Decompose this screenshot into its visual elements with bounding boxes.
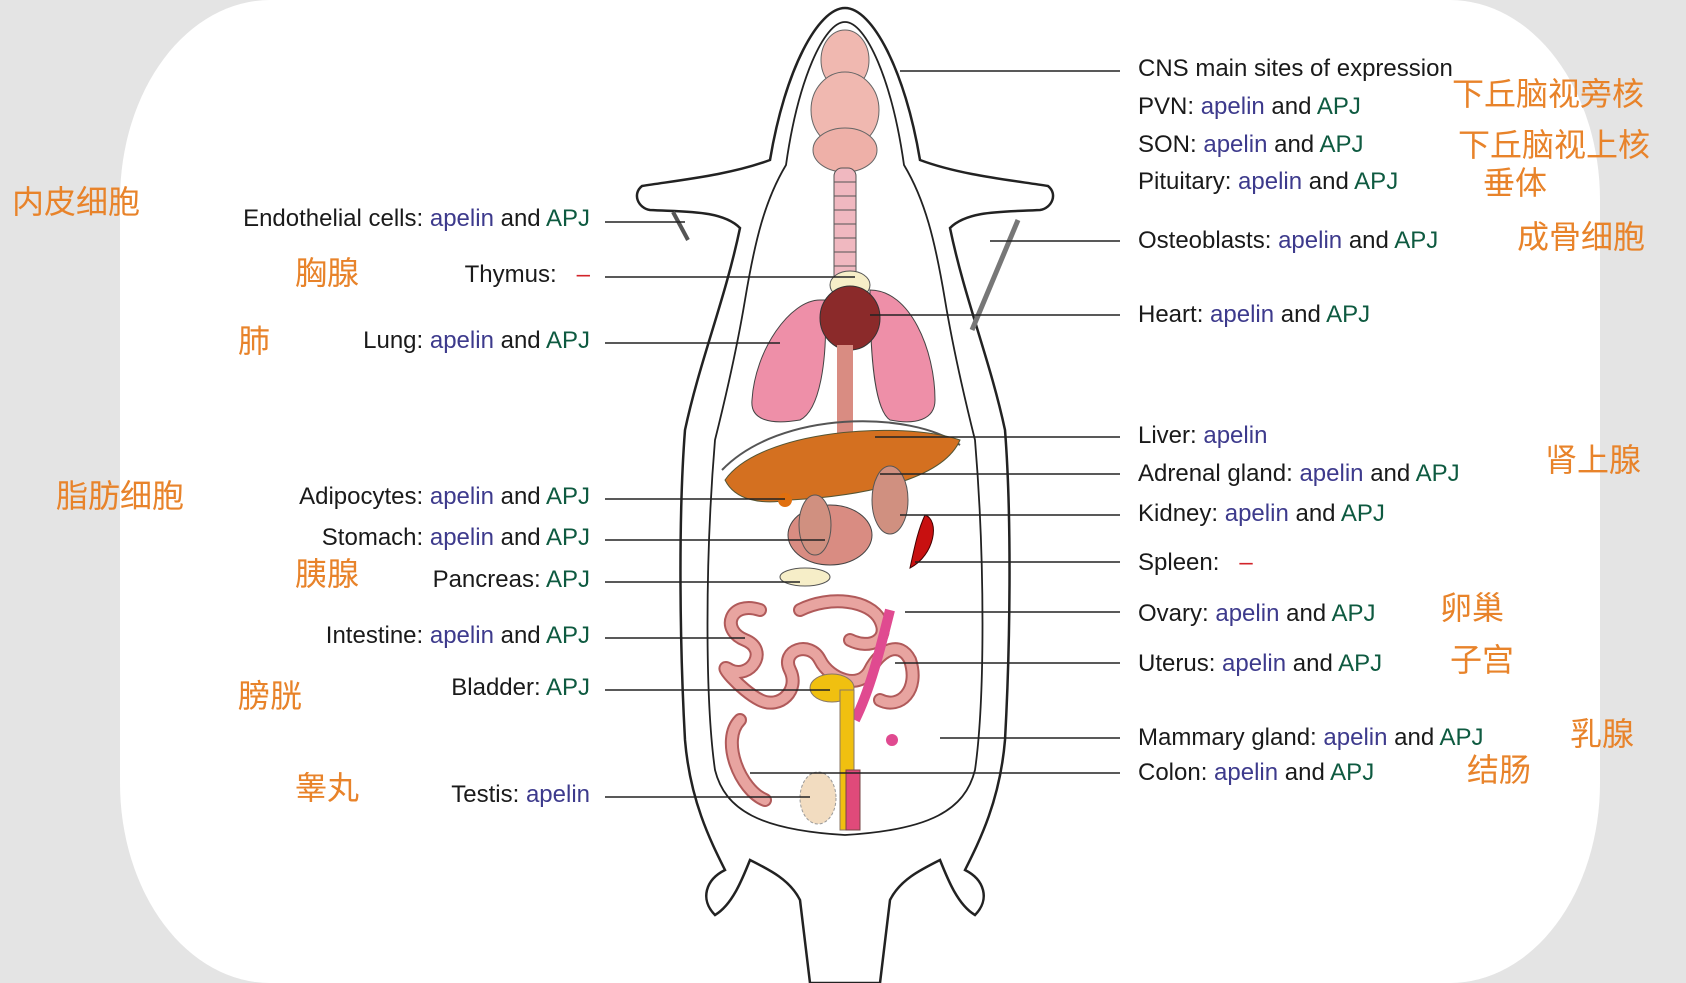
label-liver: Liver: apelin — [1138, 422, 1267, 450]
mammary-gland — [886, 734, 898, 746]
right-kidney — [872, 466, 908, 534]
cn-mammary-gland: 乳腺 — [1570, 716, 1634, 752]
label-osteoblasts: Osteoblasts: apelin and APJ — [1138, 227, 1438, 255]
label-adrenal-gland: Adrenal gland: apelin and APJ — [1138, 460, 1460, 488]
label-adipocytes: Adipocytes: apelin and APJ — [150, 483, 590, 511]
label-pvn: PVN: apelin and APJ — [1138, 93, 1361, 121]
cn-testis: 睾丸 — [295, 770, 359, 806]
label-ovary: Ovary: apelin and APJ — [1138, 600, 1376, 628]
pancreas — [780, 568, 830, 586]
label-thymus: Thymus: – — [150, 261, 590, 289]
cn-ovary: 卵巢 — [1440, 590, 1504, 626]
cn-endothelial-cells: 内皮细胞 — [12, 184, 140, 220]
label-uterus: Uterus: apelin and APJ — [1138, 650, 1382, 678]
label-testis: Testis: apelin — [150, 781, 590, 809]
left-bone — [673, 212, 688, 240]
rectum — [846, 770, 860, 830]
cerebellum — [813, 128, 877, 172]
label-bladder: Bladder: APJ — [150, 674, 590, 702]
cn-pvn: 下丘脑视旁核 — [1452, 76, 1644, 112]
label-heart: Heart: apelin and APJ — [1138, 301, 1370, 329]
cn-adrenal-gland: 肾上腺 — [1545, 442, 1641, 478]
label-cns-main-sites: CNS main sites of expression — [1138, 55, 1453, 83]
heart — [820, 286, 880, 350]
cn-pancreas: 胰腺 — [295, 556, 359, 592]
cn-lung: 肺 — [238, 323, 270, 359]
adipocyte — [778, 493, 792, 507]
label-colon: Colon: apelin and APJ — [1138, 759, 1374, 787]
label-pancreas: Pancreas: APJ — [150, 566, 590, 594]
cn-son: 下丘脑视上核 — [1458, 127, 1650, 163]
left-kidney — [799, 495, 831, 555]
cn-bladder: 膀胱 — [238, 678, 302, 714]
testis — [800, 772, 836, 824]
label-lung: Lung: apelin and APJ — [150, 327, 590, 355]
cn-thymus: 胸腺 — [295, 255, 359, 291]
label-intestine: Intestine: apelin and APJ — [150, 622, 590, 650]
cn-osteoblasts: 成骨细胞 — [1517, 219, 1645, 255]
trachea — [834, 168, 856, 288]
label-endothelial-cells: Endothelial cells: apelin and APJ — [150, 205, 590, 233]
label-kidney: Kidney: apelin and APJ — [1138, 500, 1385, 528]
right-bone — [972, 220, 1018, 330]
cn-pituitary: 垂体 — [1483, 165, 1547, 201]
cn-uterus: 子宫 — [1450, 642, 1514, 678]
label-mammary-gland: Mammary gland: apelin and APJ — [1138, 724, 1484, 752]
label-pituitary: Pituitary: apelin and APJ — [1138, 168, 1398, 196]
label-spleen: Spleen: – — [1138, 549, 1253, 577]
cn-adipocytes: 脂肪细胞 — [56, 478, 184, 514]
cn-colon: 结肠 — [1467, 752, 1531, 788]
label-stomach: Stomach: apelin and APJ — [150, 524, 590, 552]
label-son: SON: apelin and APJ — [1138, 131, 1364, 159]
